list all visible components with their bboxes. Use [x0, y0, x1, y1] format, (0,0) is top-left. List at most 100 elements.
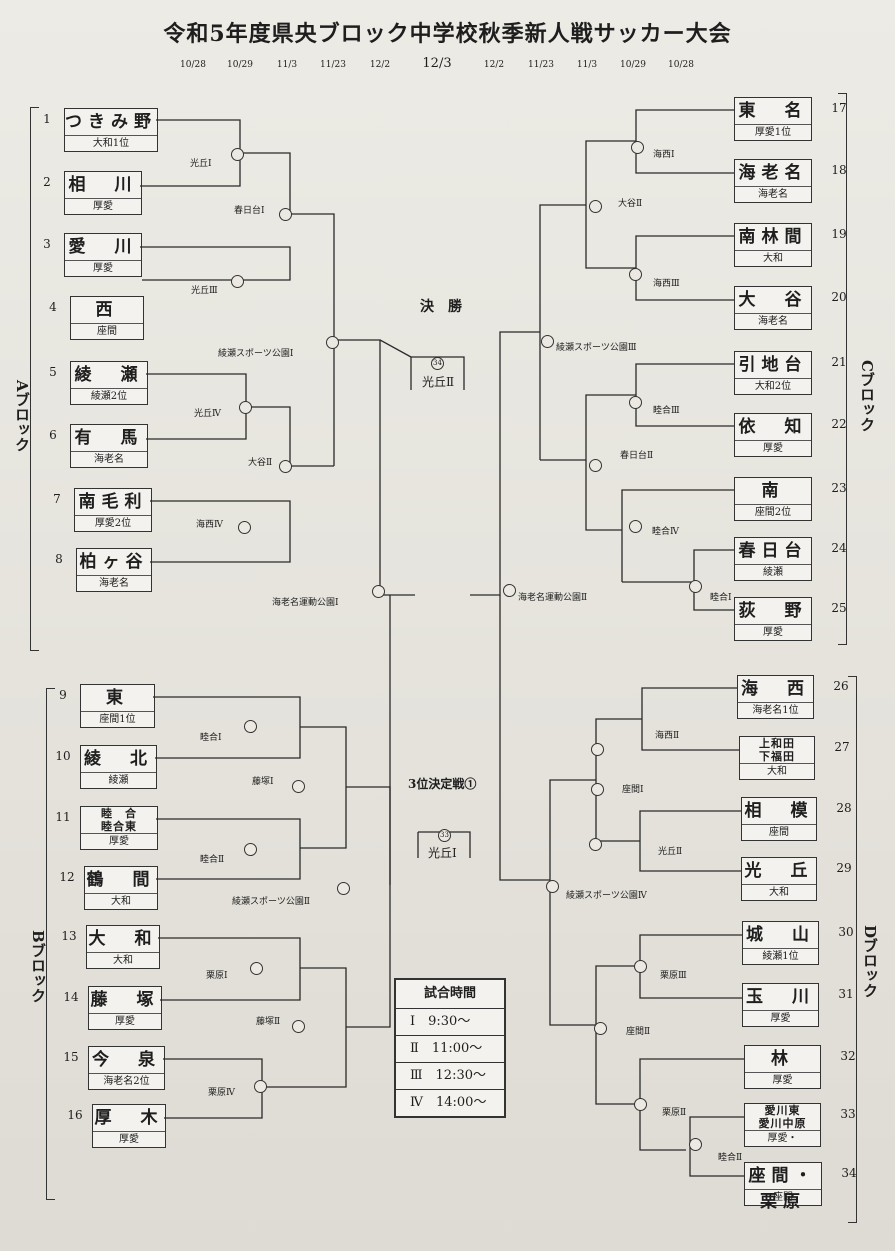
- team-number: 30: [838, 925, 854, 939]
- team-box: 綾 北綾瀬: [80, 745, 157, 789]
- bracket-line: [499, 595, 550, 881]
- venue-label: 栗原Ⅳ: [208, 1088, 235, 1098]
- venue-label: 春日台Ⅱ: [620, 451, 654, 461]
- team-name: 依 知: [735, 414, 811, 441]
- team-name: 海 西: [738, 676, 813, 703]
- venue-label: 栗原Ⅲ: [660, 971, 687, 981]
- team-number: 34: [841, 1166, 857, 1180]
- team-box: 南毛利厚愛2位: [74, 488, 152, 532]
- team-number: 31: [838, 987, 854, 1001]
- block-b-label: Bブロック: [29, 930, 47, 1003]
- venue-label: 睦合Ⅰ: [200, 733, 222, 743]
- team-number: 28: [836, 801, 852, 815]
- team-name: 座間・栗原: [745, 1163, 821, 1212]
- team-name: 林: [745, 1046, 820, 1073]
- match-circle-marker: [546, 880, 559, 893]
- bracket-line: [621, 489, 734, 582]
- team-box: 愛川東 愛川中原厚愛・: [744, 1103, 821, 1147]
- team-number: 17: [831, 101, 847, 115]
- bracket-line: [156, 818, 301, 880]
- team-box: 玉 川厚愛: [742, 983, 819, 1027]
- bracket-line: [639, 934, 742, 999]
- team-box: 南座間2位: [734, 477, 812, 521]
- venue-label: 光丘Ⅱ: [658, 847, 683, 857]
- date-label: 11/3: [576, 60, 598, 70]
- team-box: 厚 木厚愛: [92, 1104, 166, 1148]
- team-name: 厚 木: [93, 1105, 165, 1132]
- team-district: 海老名2位: [103, 1076, 150, 1087]
- team-number: 14: [63, 990, 79, 1004]
- match-circle-marker: [239, 401, 252, 414]
- team-box: 有 馬海老名: [70, 424, 148, 468]
- team-number: 21: [831, 355, 847, 369]
- match-circle-marker: [250, 962, 263, 975]
- bracket-line: [635, 109, 734, 174]
- bracket-line: [635, 235, 734, 301]
- block-d-bracket: [848, 676, 857, 1223]
- bracket-line: [379, 339, 412, 358]
- team-district: 大和2位: [754, 381, 792, 392]
- match-circle-marker: [689, 580, 702, 593]
- match-circle-marker: [591, 783, 604, 796]
- team-number: 26: [833, 679, 849, 693]
- team-district: 海老名: [99, 578, 129, 589]
- team-district: 海老名: [758, 189, 788, 200]
- match-circle-marker: [231, 275, 244, 288]
- bracket-line: [595, 965, 640, 1105]
- team-name: 東: [81, 685, 154, 712]
- team-name: 有 馬: [71, 425, 147, 452]
- team-box: 座間・栗原座間: [744, 1162, 822, 1212]
- team-name: 今 泉: [89, 1047, 164, 1074]
- team-number: 20: [831, 290, 847, 304]
- team-name: 睦 合 睦合東: [81, 807, 157, 834]
- bracket-line: [334, 339, 415, 596]
- bracket-line: [140, 119, 241, 187]
- team-number: 9: [59, 688, 67, 702]
- match-circle-marker: [634, 1098, 647, 1111]
- team-district: 海老名1位: [752, 705, 799, 716]
- match-circle-marker: [629, 268, 642, 281]
- team-district: 大和: [769, 887, 789, 898]
- team-box: 柏ヶ谷海老名: [76, 548, 152, 592]
- bracket-line: [300, 726, 347, 849]
- venue-label: 光丘Ⅳ: [194, 409, 221, 419]
- block-c-label: Cブロック: [858, 360, 876, 432]
- team-number: 22: [831, 417, 847, 431]
- team-name: 南林間: [735, 224, 811, 251]
- team-number: 2: [43, 175, 51, 189]
- team-district: 綾瀬: [108, 775, 129, 786]
- venue-label: 海老名運動公園Ⅱ: [518, 593, 588, 603]
- team-name: 東 名: [735, 98, 811, 125]
- venue-label: 海西Ⅲ: [653, 279, 680, 289]
- bracket-line: [346, 786, 391, 1028]
- team-box: 藤 塚厚愛: [88, 986, 162, 1030]
- venue-label: 海老名運動公園Ⅰ: [272, 598, 339, 608]
- match-circle-marker: [631, 141, 644, 154]
- match-number: 34: [431, 357, 444, 370]
- venue-label: 睦合Ⅱ: [718, 1153, 743, 1163]
- team-district: 厚愛: [109, 836, 129, 847]
- team-box: 城 山綾瀬1位: [742, 921, 819, 965]
- team-name: 綾 北: [81, 746, 156, 773]
- match-number: 33: [438, 829, 451, 842]
- team-district: 厚愛・: [767, 1133, 798, 1144]
- team-name: 荻 野: [735, 598, 811, 625]
- team-box: 東 名厚愛1位: [734, 97, 812, 141]
- match-circle-marker: [279, 460, 292, 473]
- match-circle-marker: [629, 396, 642, 409]
- match-circle-marker: [372, 585, 385, 598]
- match-circle-marker: [244, 843, 257, 856]
- team-district: 厚愛: [770, 1013, 791, 1024]
- match-circle-marker: [689, 1138, 702, 1151]
- team-name: 玉 川: [743, 984, 818, 1011]
- venue-label: 大谷Ⅱ: [248, 458, 273, 468]
- team-name: 大 和: [87, 926, 159, 953]
- team-box: 上和田 下福田大和: [739, 736, 815, 780]
- team-box: 綾 瀬綾瀬2位: [70, 361, 148, 405]
- bracket-line: [290, 213, 335, 466]
- team-number: 8: [55, 552, 63, 566]
- match-circle-marker: [589, 838, 602, 851]
- team-district: 厚愛1位: [754, 127, 792, 138]
- match-circle-marker: [634, 960, 647, 973]
- team-district: 厚愛: [93, 263, 113, 274]
